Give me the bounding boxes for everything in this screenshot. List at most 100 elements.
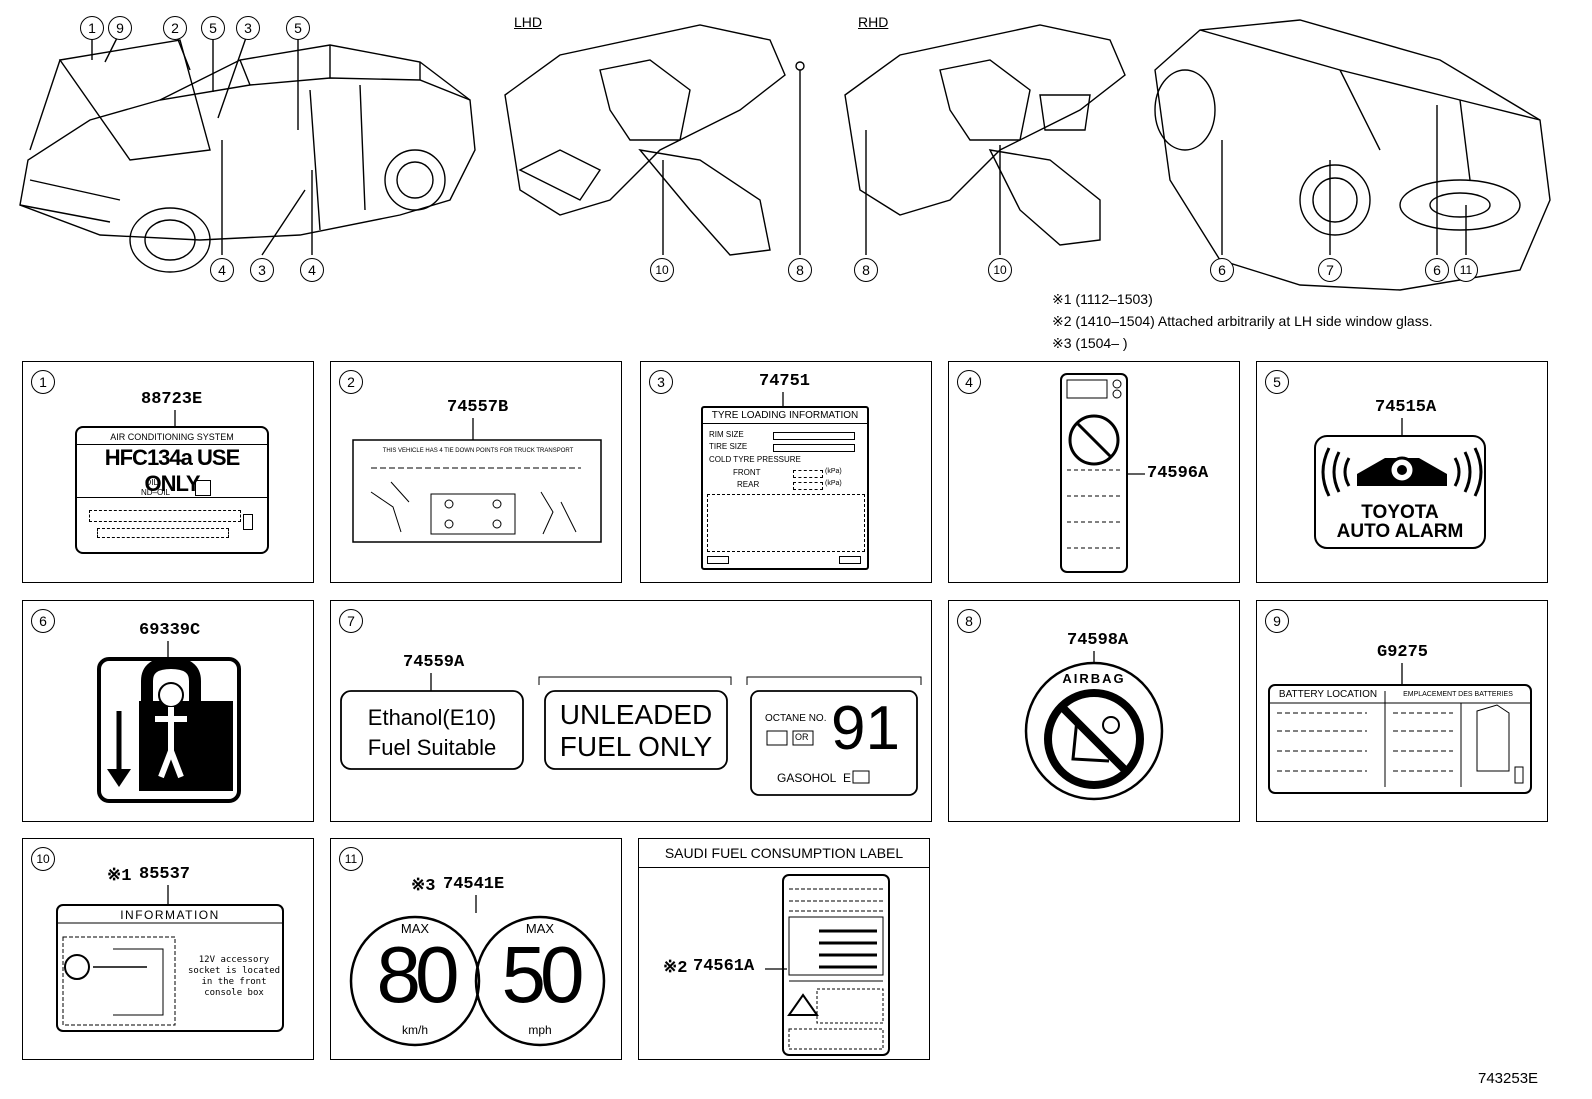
part-number: 74751 <box>759 372 811 391</box>
rim-size: RIM SIZE <box>709 430 744 439</box>
octane-or: OR <box>795 732 809 742</box>
callout-11[interactable]: 11 <box>1454 258 1478 282</box>
callout-6[interactable]: 6 <box>1425 258 1449 282</box>
max-label-right: MAX <box>525 921 555 936</box>
panel-6: 6 69339C <box>22 600 314 822</box>
speed-80: 80 <box>376 930 460 1019</box>
gasohol-label: GASOHOL <box>777 771 837 785</box>
callout-10[interactable]: 10 <box>988 258 1012 282</box>
callout-1[interactable]: 1 <box>80 16 104 40</box>
callout-8[interactable]: 8 <box>854 258 878 282</box>
part-number: 88723E <box>141 390 203 409</box>
saudi-title: SAUDI FUEL CONSUMPTION LABEL <box>639 839 929 868</box>
airbag-text: AIRBAG <box>1062 671 1126 686</box>
callout-3[interactable]: 3 <box>250 258 274 282</box>
panel-index: 3 <box>649 370 673 394</box>
tyre-label: TYRE LOADING INFORMATION RIM SIZE TIRE S… <box>701 406 869 570</box>
callout-5[interactable]: 5 <box>201 16 225 40</box>
ac-oil: OIL <box>145 478 158 487</box>
panel-index: 10 <box>31 847 55 871</box>
kpa-rear: (kPa) <box>825 480 842 487</box>
part-number: 69339C <box>139 621 201 640</box>
airbag-warning-label <box>1060 373 1145 573</box>
note-2: ※2 (1410–1504) Attached arbitrarily at L… <box>1052 313 1433 329</box>
rhd-label: RHD <box>858 14 889 30</box>
panel-12: SAUDI FUEL CONSUMPTION LABEL ※2 74561A <box>638 838 930 1060</box>
battery-label <box>1268 663 1532 794</box>
speed-50: 50 <box>501 930 585 1019</box>
gasohol-e: E <box>843 771 852 785</box>
ethanol-line2: Fuel Suitable <box>367 735 497 760</box>
part-number: 74515A <box>1375 398 1437 417</box>
panel-2: 2 74557B THIS VEHICLE HAS 4 TIE DOWN POI… <box>330 361 622 583</box>
part-number: 74596A <box>1147 464 1209 483</box>
callout-10[interactable]: 10 <box>650 258 674 282</box>
figure-id: 743253E <box>1478 1070 1539 1087</box>
panel-3: 3 74751 TYRE LOADING INFORMATION RIM SIZ… <box>640 361 932 583</box>
serial-note: ※2 <box>663 959 688 978</box>
ac-nd-oil: ND–OIL <box>141 488 170 497</box>
panel-4: 4 74596A <box>948 361 1240 583</box>
max-label-left: MAX <box>400 921 430 936</box>
child-lock-label <box>97 641 241 803</box>
panel-index: 2 <box>339 370 363 394</box>
octane-91: 91 <box>831 694 900 763</box>
panel-index: 5 <box>1265 370 1289 394</box>
callout-7[interactable]: 7 <box>1318 258 1342 282</box>
fuel-labels <box>340 673 922 796</box>
callout-4[interactable]: 4 <box>300 258 324 282</box>
part-number: 85537 <box>139 865 191 884</box>
alarm-line2: AUTO ALARM <box>1336 521 1464 542</box>
panel-index: 8 <box>957 609 981 633</box>
tie-down-label <box>352 418 602 543</box>
tie-down-text: THIS VEHICLE HAS 4 TIE DOWN POINTS FOR T… <box>382 448 574 454</box>
airbag-sticker <box>1024 651 1164 801</box>
info-label <box>56 885 284 1032</box>
panel-5: 5 74515A TOYOTA AUTO ALARM <box>1256 361 1548 583</box>
octane-label: OCTANE NO. <box>765 713 827 724</box>
unit-kmh: km/h <box>401 1023 428 1037</box>
info-text: 12V accessory socket is located in the f… <box>187 955 281 998</box>
callout-8[interactable]: 8 <box>788 258 812 282</box>
part-number: 74598A <box>1067 631 1129 650</box>
leader-line <box>174 410 176 426</box>
panel-index: 1 <box>31 370 55 394</box>
note-3: ※3 (1504– ) <box>1052 335 1128 351</box>
front-label: FRONT <box>733 468 761 477</box>
tire-size: TIRE SIZE <box>709 442 748 451</box>
panel-11: 11 ※3 74541E MAX 80 km/h MAX 50 mph <box>330 838 622 1060</box>
callout-4[interactable]: 4 <box>210 258 234 282</box>
info-title: INFORMATION <box>120 908 220 922</box>
ac-title: AIR CONDITIONING SYSTEM <box>110 432 234 442</box>
cold-pressure: COLD TYRE PRESSURE <box>709 455 801 464</box>
overview-illustrations <box>19 19 1551 291</box>
callout-3[interactable]: 3 <box>236 16 260 40</box>
part-number: 74557B <box>447 398 509 417</box>
unleaded-line1: UNLEADED <box>559 699 713 730</box>
panel-index: 7 <box>339 609 363 633</box>
panel-9: 9 G9275 BATTERY LOCATION EMPLACEMENT DES… <box>1256 600 1548 822</box>
battery-emplacement: EMPLACEMENT DES BATTERIES <box>1403 691 1513 698</box>
panel-index: 4 <box>957 370 981 394</box>
battery-location: BATTERY LOCATION <box>1278 689 1378 700</box>
saudi-label <box>765 874 890 1056</box>
callout-9[interactable]: 9 <box>108 16 132 40</box>
lhd-label: LHD <box>514 14 543 30</box>
ac-main: HFC134a USE ONLY <box>77 444 267 498</box>
panel-7: 7 74559A Ethanol(E10) Fuel Suitable UNLE… <box>330 600 932 822</box>
part-number: G9275 <box>1377 643 1429 662</box>
panel-index: 9 <box>1265 609 1289 633</box>
callout-6[interactable]: 6 <box>1210 258 1234 282</box>
unleaded-line2: FUEL ONLY <box>559 731 713 762</box>
panel-8: 8 74598A AIRBAG <box>948 600 1240 822</box>
panel-index: 11 <box>339 847 363 871</box>
callout-5[interactable]: 5 <box>286 16 310 40</box>
panel-10: 10 ※1 85537 INFORMATION 12V accessory so… <box>22 838 314 1060</box>
ac-label: AIR CONDITIONING SYSTEM HFC134a USE ONLY… <box>75 426 269 554</box>
callout-2[interactable]: 2 <box>163 16 187 40</box>
speed-labels <box>349 895 606 1047</box>
part-number: 74561A <box>693 957 755 976</box>
panel-1: 1 88723E AIR CONDITIONING SYSTEM HFC134a… <box>22 361 314 583</box>
notes: ※1 (1112–1503) ※2 (1410–1504) Attached a… <box>1052 288 1433 354</box>
alarm-label <box>1314 418 1486 549</box>
